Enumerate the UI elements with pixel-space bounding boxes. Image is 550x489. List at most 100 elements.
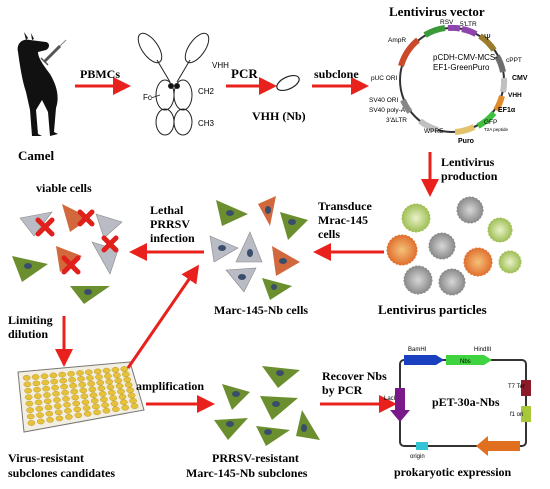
plate-well [72, 400, 80, 407]
origin-label: origin [410, 454, 425, 460]
plate-well [86, 375, 94, 381]
plate-well [100, 396, 108, 403]
plate-well [93, 409, 101, 416]
plate-well [130, 403, 139, 409]
subclone-label: subclone [314, 67, 359, 81]
marc-nb-cells-label: Marc-145-Nb cells [214, 303, 308, 317]
plate-well [51, 384, 59, 391]
plate-well [96, 379, 104, 386]
plate-well [23, 381, 32, 388]
ch2-label: CH2 [198, 87, 215, 96]
laci-label: LacI [384, 396, 396, 402]
plate-well [68, 376, 76, 383]
psi-label: Ψ [484, 33, 491, 42]
lentivirus-vector-title: Lentivirus vector [389, 4, 485, 19]
marc-145-nb-cells [209, 196, 308, 300]
gfp-label: GFP [484, 119, 497, 126]
plate-well [22, 374, 31, 381]
ampr-label: AmpR [388, 37, 406, 44]
plate-well [85, 369, 93, 376]
ltr3-label: 3'ΔLTR [386, 117, 407, 124]
plate-well [101, 402, 109, 408]
plate-well [129, 397, 137, 404]
plate-well [109, 395, 117, 402]
plate-well [60, 383, 68, 390]
plate-well [76, 370, 84, 376]
transduce-label-2: Mrac-145 [318, 213, 368, 227]
plate-well [41, 379, 50, 386]
plate-well [98, 391, 107, 397]
viable-cells-label: viable cells [36, 181, 92, 195]
plate-well [120, 366, 129, 372]
prokaryotic-expression-label: prokaryotic expression [394, 465, 512, 479]
dead-cell-cross-icons [35, 209, 119, 275]
plate-well [127, 392, 136, 399]
plate-well [83, 410, 92, 417]
camel-label: Camel [18, 148, 54, 163]
plate-well [105, 378, 113, 385]
plate-well [77, 376, 85, 382]
plate-well [25, 400, 34, 407]
pbmcs-label: PBMCs [80, 67, 120, 81]
vhh-fragment-icon [276, 74, 300, 92]
f1ori-label: f1 ori [510, 412, 523, 418]
lentivirus-production-label-1: Lentivirus [441, 155, 495, 169]
camel-icon [17, 32, 58, 137]
plate-well [61, 389, 69, 396]
plate-well [87, 380, 95, 387]
plate-well [54, 409, 63, 416]
plate-well [81, 399, 90, 406]
plate-well [37, 418, 45, 425]
ltr5-label: 5'LTR [460, 21, 477, 28]
syringe-icon [40, 39, 67, 66]
pet-plasmid-name: pET-30a-Nbs [432, 395, 500, 409]
viable-cells-cluster [12, 204, 123, 304]
lethal-label-2: PRRSV [150, 217, 190, 231]
plate-well [31, 374, 40, 380]
plate-well [24, 394, 33, 401]
plate-well [88, 386, 97, 393]
plate-well [24, 387, 32, 394]
vhh-plasmid-label: VHH [508, 92, 522, 99]
plate-well [34, 393, 42, 399]
plate-well [97, 385, 106, 392]
plate-well [113, 372, 121, 379]
plate-well [110, 400, 119, 407]
lentivirus-particles-label: Lentivirus particles [378, 302, 487, 317]
plate-well [70, 388, 78, 395]
limiting-label-1: Limiting [8, 313, 53, 327]
candidates-label-2: subclones candidates [8, 466, 115, 480]
plate-well [26, 413, 35, 420]
sv40ori-label: SV40 ORI [369, 97, 398, 104]
fc-label: Fc [143, 93, 152, 102]
plate-well [112, 406, 120, 413]
lentivirus-particles [386, 196, 522, 296]
plate-well [64, 407, 72, 414]
plate-well [26, 407, 34, 413]
plate-well [121, 404, 129, 411]
plate-well [106, 384, 115, 391]
plate-well [55, 415, 64, 422]
pcr-label: PCR [231, 66, 258, 81]
plate-well [58, 371, 67, 378]
plate-well [82, 405, 91, 411]
pet-plasmid-map [390, 355, 531, 456]
plate-well [124, 382, 133, 388]
plate-well [93, 368, 102, 375]
bamhi-label: BamHI [408, 347, 427, 353]
lentivirus-production-label-2: production [441, 169, 498, 183]
plate-well [62, 395, 70, 402]
plate-well [117, 388, 125, 395]
plate-well [80, 393, 89, 400]
plate-well [50, 378, 59, 385]
resistant-label-1: PRRSV-resistant [212, 451, 299, 465]
plate-well [45, 410, 54, 417]
lethal-label-3: infection [150, 231, 195, 245]
plate-well [90, 397, 99, 404]
plate-well [108, 389, 116, 396]
lenti-plasmid-name-1: pCDH-CMV-MCS- [433, 53, 498, 62]
plate-well [54, 403, 62, 409]
plate-well [73, 406, 82, 413]
plate-well [92, 403, 100, 410]
